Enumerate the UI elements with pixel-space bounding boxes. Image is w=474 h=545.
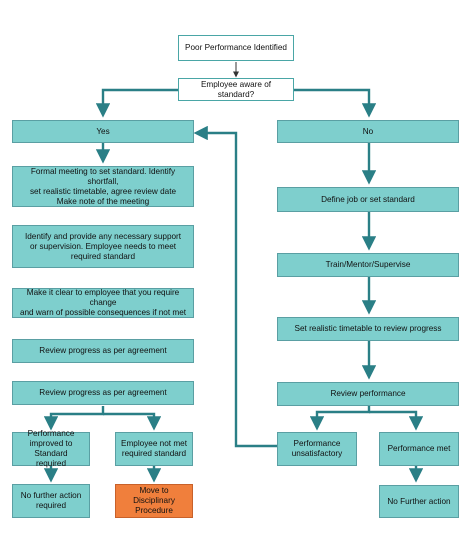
arrow-question-to-yes (95, 88, 178, 118)
arrow-question-to-no (294, 88, 377, 118)
not-met-node: Employee not met required standard (115, 432, 193, 466)
arrow-review-to-met (369, 410, 424, 431)
no-further-action-right-node: No Further action (379, 485, 459, 518)
make-clear-node: Make it clear to employee that you requi… (12, 288, 194, 318)
arrow-unsatisfactory-loop-to-yes (193, 125, 277, 448)
improved-node: Performance improved to Standard require… (12, 429, 90, 468)
arrow-review-to-notmet (103, 412, 162, 431)
yes-node: Yes (12, 120, 194, 143)
identify-support-node: Identify and provide any necessary suppo… (12, 225, 194, 268)
poor-performance-node: Poor Performance Identified (178, 35, 294, 61)
review-progress-1-node: Review progress as per agreement (12, 339, 194, 363)
disciplinary-node: Move to Disciplinary Procedure (115, 484, 193, 518)
formal-meeting-node: Formal meeting to set standard. Identify… (12, 166, 194, 207)
no-node: No (277, 120, 459, 143)
aware-question-node: Employee aware of standard? (178, 78, 294, 101)
no-further-action-left-node: No further action required (12, 484, 90, 518)
arrow-review-to-unsatisfactory (309, 406, 371, 431)
arrow-review-to-improved (43, 406, 105, 431)
timetable-node: Set realistic timetable to review progre… (277, 317, 459, 341)
train-node: Train/Mentor/Supervise (277, 253, 459, 277)
review-performance-node: Review performance (277, 382, 459, 406)
performance-met-node: Performance met (379, 432, 459, 466)
define-job-node: Define job or set standard (277, 187, 459, 212)
unsatisfactory-node: Performance unsatisfactory (277, 432, 357, 466)
review-progress-2-node: Review progress as per agreement (12, 381, 194, 405)
